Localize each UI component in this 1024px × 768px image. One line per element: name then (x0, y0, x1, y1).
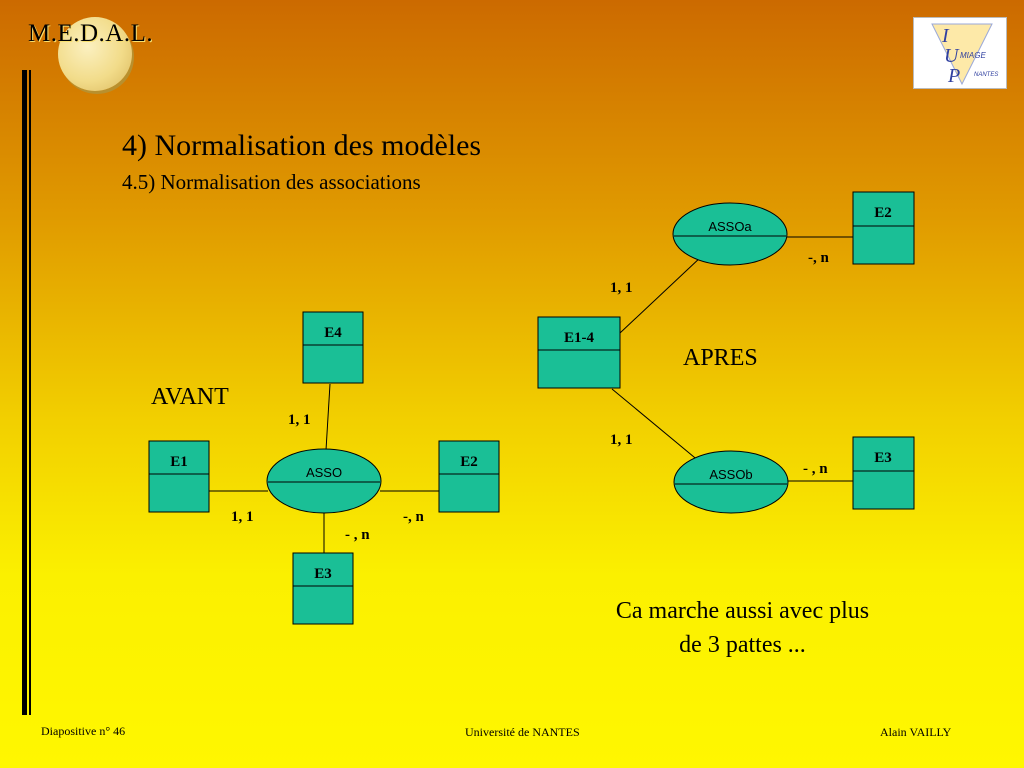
apres-association-assoa: ASSOa (672, 202, 788, 266)
logo-word-nantes: NANTES (974, 72, 998, 78)
avant-link-e4 (325, 383, 331, 451)
slide-title: 4) Normalisation des modèles (122, 129, 482, 162)
apres-association-assob: ASSOb (673, 450, 789, 514)
avant-card-e4: 1, 1 (288, 412, 311, 428)
iup-logo-graphic: I U P MIAGE NANTES (931, 23, 998, 87)
left-border-bar-thin (29, 70, 31, 715)
footer-author: Alain VAILLY (880, 725, 952, 739)
apres-entity-e1-4: E1-4 (537, 316, 621, 389)
entity-name: E1 (170, 454, 188, 470)
apres-link-e14-b (611, 388, 701, 463)
logo-letter-i: I (941, 25, 950, 47)
entity-name: E3 (874, 450, 892, 466)
logo-word-miage: MIAGE (960, 51, 986, 60)
avant-entity-e1: E1 (148, 440, 210, 513)
footer-university: Université de NANTES (465, 725, 580, 739)
brand-title: M.E.D.A.L. (28, 20, 154, 47)
avant-card-e1: 1, 1 (231, 509, 254, 525)
avant-entity-e2: E2 (438, 440, 500, 513)
avant-label: AVANT (151, 384, 229, 410)
apres-entity-e2: E2 (852, 191, 915, 265)
closing-note-line1: Ca marche aussi avec plus (615, 598, 870, 624)
apres-entity-e3: E3 (852, 436, 915, 510)
apres-card-e3: - , n (803, 461, 828, 477)
avant-entity-e4: E4 (302, 311, 364, 384)
slide-subtitle: 4.5) Normalisation des associations (122, 170, 421, 194)
closing-note-line2: de 3 pattes ... (679, 632, 806, 658)
entity-name: E4 (324, 325, 342, 341)
association-name: ASSOa (708, 219, 752, 234)
association-name: ASSOb (709, 467, 752, 482)
apres-label: APRES (683, 345, 758, 371)
logo-letter-p: P (947, 65, 960, 87)
avant-entity-e3: E3 (292, 552, 354, 625)
apres-diagram: E1-4 E2 E3 ASSOa ASSOb 1, 1 1, 1 -, n (537, 191, 915, 514)
iup-logo: I U P MIAGE NANTES (913, 17, 1007, 89)
apres-card-e14-b: 1, 1 (610, 432, 633, 448)
entity-name: E2 (460, 454, 478, 470)
apres-card-e14-a: 1, 1 (610, 280, 633, 296)
avant-card-e3: - , n (345, 527, 370, 543)
association-name: ASSO (306, 465, 342, 480)
entity-name: E3 (314, 566, 332, 582)
medal-emblem (58, 17, 132, 91)
avant-association-asso: ASSO (266, 448, 382, 514)
entity-name: E2 (874, 205, 892, 221)
logo-letter-u: U (944, 45, 960, 67)
closing-note: Ca marche aussi avec plus de 3 pattes ..… (560, 594, 925, 662)
apres-card-e2: -, n (808, 250, 829, 266)
apres-link-e14-a (619, 255, 703, 334)
footer-slide-number: Diapositive n° 46 (41, 724, 126, 738)
entity-name: E1-4 (564, 330, 595, 346)
avant-card-e2: -, n (403, 509, 424, 525)
avant-diagram: E4 E1 E2 E3 ASSO 1, 1 1, 1 -, n - (148, 311, 500, 625)
left-border-bar (22, 70, 27, 715)
